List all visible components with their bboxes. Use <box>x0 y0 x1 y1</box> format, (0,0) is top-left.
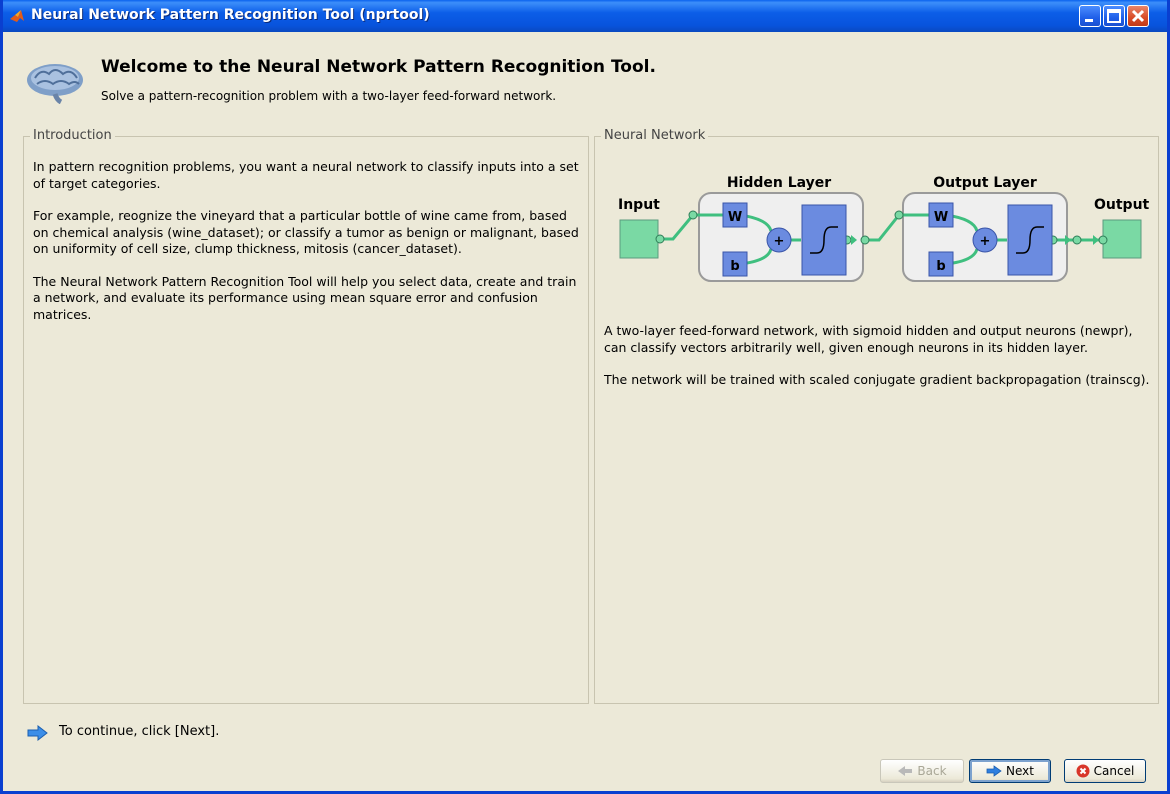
output-bias-block <box>928 251 954 277</box>
minimize-button[interactable] <box>1079 5 1101 27</box>
back-button-label: Back <box>917 764 947 778</box>
cancel-button[interactable]: Cancel <box>1064 759 1146 783</box>
arrow-left-icon <box>898 766 913 776</box>
page-subtitle: Solve a pattern-recognition problem with… <box>101 89 557 103</box>
sigmoid-icon <box>1016 226 1044 254</box>
page-title: Welcome to the Neural Network Pattern Re… <box>101 57 656 77</box>
hidden-layer-label: Hidden Layer <box>727 175 831 191</box>
maximize-button[interactable] <box>1103 5 1125 27</box>
hidden-bias-block <box>722 251 748 277</box>
network-diagram: Input Output Hidden Layer Output Layer <box>618 175 1150 282</box>
introduction-paragraph: In pattern recognition problems, you wan… <box>33 159 579 191</box>
neural-network-panel: Neural Network Input Output Hidden Layer… <box>594 128 1159 704</box>
hidden-sum-label: + <box>774 234 785 249</box>
network-description: A two-layer feed-forward network, with s… <box>604 323 1152 405</box>
hidden-weight-label: W <box>728 210 742 225</box>
introduction-text: In pattern recognition problems, you wan… <box>33 159 581 339</box>
output-weight-block <box>928 202 954 228</box>
network-paragraph: A two-layer feed-forward network, with s… <box>604 323 1133 355</box>
output-sum-node <box>972 227 998 253</box>
input-label: Input <box>618 197 660 213</box>
output-weight-label: W <box>934 210 948 225</box>
arrow-right-icon <box>986 765 1002 777</box>
title-bar[interactable]: Neural Network Pattern Recognition Tool … <box>3 0 1167 32</box>
introduction-panel: Introduction In pattern recognition prob… <box>23 128 589 704</box>
cancel-icon <box>1076 764 1090 778</box>
cancel-button-label: Cancel <box>1093 764 1135 778</box>
output-sum-label: + <box>980 234 991 249</box>
input-block <box>619 219 659 259</box>
output-layer-label: Output Layer <box>933 175 1037 191</box>
hidden-weight-block <box>722 202 748 228</box>
hidden-bias-label: b <box>730 259 739 274</box>
continue-hint: To continue, click [Next]. <box>59 724 220 739</box>
brain-icon <box>27 64 83 104</box>
neural-network-title: Neural Network <box>601 128 709 143</box>
introduction-title: Introduction <box>30 128 115 143</box>
network-paragraph: The network will be trained with scaled … <box>604 372 1150 387</box>
matlab-icon <box>10 10 24 22</box>
output-bias-label: b <box>936 259 945 274</box>
output-block <box>1102 219 1142 259</box>
output-label: Output <box>1094 197 1150 213</box>
close-icon <box>1131 9 1145 23</box>
window-title: Neural Network Pattern Recognition Tool … <box>31 7 430 23</box>
introduction-paragraph: The Neural Network Pattern Recognition T… <box>33 273 577 322</box>
back-button[interactable]: Back <box>880 759 964 783</box>
maximize-icon <box>1107 9 1121 23</box>
next-button[interactable]: Next <box>969 759 1051 783</box>
next-button-label: Next <box>1006 764 1034 778</box>
sigmoid-icon <box>810 226 838 254</box>
hidden-sum-node <box>766 227 792 253</box>
minimize-icon <box>1085 19 1093 22</box>
arrow-right-icon <box>27 725 48 741</box>
close-button[interactable] <box>1127 5 1149 27</box>
introduction-paragraph: For example, reognize the vineyard that … <box>33 208 579 256</box>
